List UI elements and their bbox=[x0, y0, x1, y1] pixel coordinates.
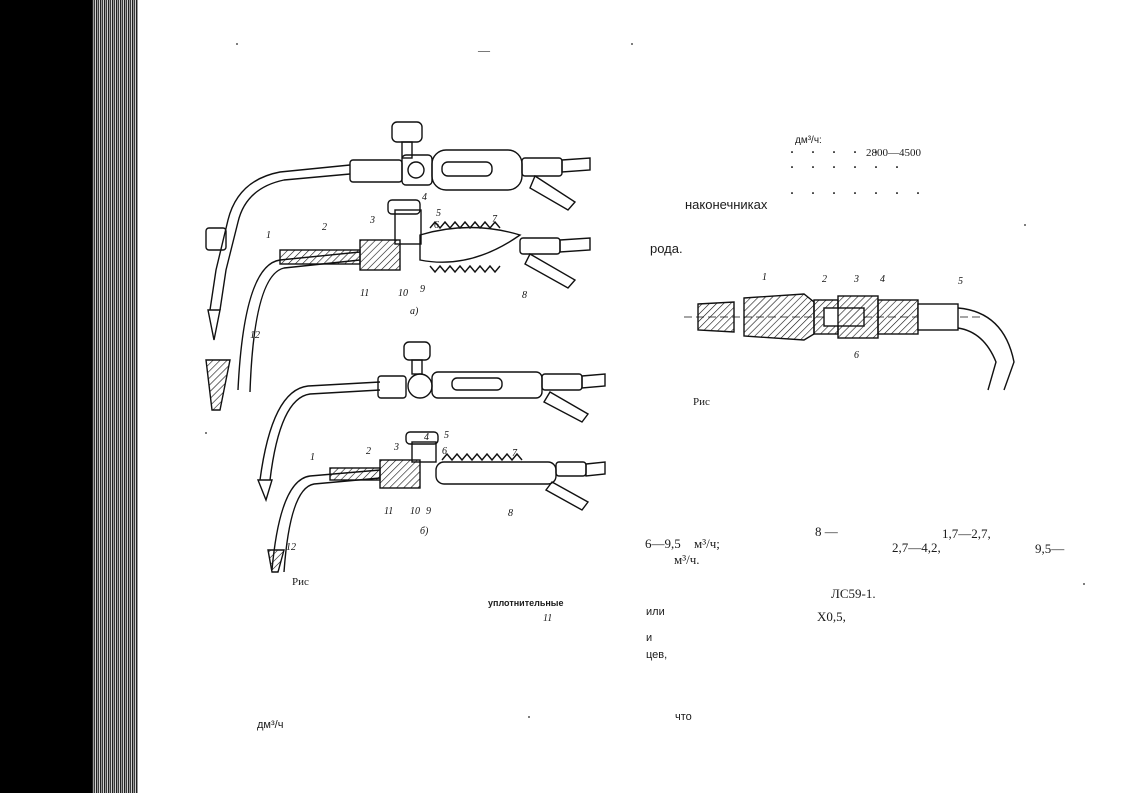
figure-label-a: а) bbox=[410, 306, 419, 317]
scan-speck bbox=[236, 43, 238, 45]
torch-a-nozzle bbox=[205, 359, 231, 411]
callout-a-12: 12 bbox=[250, 330, 260, 341]
fig2-callout-3: 3 bbox=[853, 274, 859, 285]
dot-leader-1: · · · · · bbox=[790, 145, 886, 159]
page-edge bbox=[92, 0, 138, 793]
value-2: 2,7—4,2, bbox=[892, 540, 941, 555]
eleven-text: 11 bbox=[543, 613, 553, 624]
eight-text: 8 — bbox=[815, 524, 838, 539]
callout-a-5: 5 bbox=[436, 208, 441, 219]
units-header: дм³/ч: bbox=[795, 135, 822, 146]
unit-2: м³/ч. bbox=[674, 552, 700, 567]
header-dash: — bbox=[478, 43, 490, 57]
callout-b-9: 9 bbox=[426, 506, 431, 517]
callout-a-3: 3 bbox=[369, 215, 375, 226]
value-1: 1,7—2,7, bbox=[942, 526, 991, 541]
fig2-callout-1: 1 bbox=[762, 272, 767, 283]
callout-b-12: 12 bbox=[286, 542, 296, 553]
torch-b-tube bbox=[259, 381, 381, 481]
callout-a-10: 10 bbox=[398, 288, 408, 299]
scan-speck bbox=[528, 716, 530, 718]
chto-text: что bbox=[675, 711, 692, 723]
callout-a-1: 1 bbox=[266, 230, 271, 241]
callout-b-7: 7 bbox=[512, 448, 518, 459]
tsev-text: цев, bbox=[646, 649, 668, 661]
callout-b-11: 11 bbox=[384, 506, 393, 517]
dot-leader-2: · · · · · · bbox=[790, 160, 907, 174]
alloy-text: ЛС59-1. bbox=[831, 586, 876, 601]
scan-speck bbox=[1024, 224, 1026, 226]
callout-a-2: 2 bbox=[322, 222, 327, 233]
nozzles-text: наконечниках bbox=[685, 197, 768, 212]
callout-b-3: 3 bbox=[393, 442, 399, 453]
callout-b-2: 2 bbox=[366, 446, 371, 457]
callout-a-8: 8 bbox=[522, 290, 527, 301]
figure-1-caption: Рис bbox=[292, 576, 309, 588]
dot-leader-3: · · · · · · · bbox=[790, 186, 928, 200]
figure-2-caption: Рис bbox=[693, 396, 710, 408]
fig2-callout-2: 2 bbox=[822, 274, 827, 285]
scan-speck bbox=[205, 432, 207, 434]
range-text: 2800—4500 bbox=[866, 147, 921, 159]
callout-a-7: 7 bbox=[492, 214, 498, 225]
fig2-callout-4: 4 bbox=[880, 274, 885, 285]
callout-a-9: 9 bbox=[420, 284, 425, 295]
fig2-callout-6: 6 bbox=[854, 350, 859, 361]
roda-text: рода. bbox=[650, 241, 683, 256]
ili-text: или bbox=[646, 606, 665, 618]
units-text-left: дм³/ч bbox=[257, 719, 284, 731]
value-3: 9,5— bbox=[1035, 541, 1065, 556]
figure-label-b: б) bbox=[420, 526, 429, 537]
valve-knob-a bbox=[391, 121, 423, 143]
unit-1: м³/ч; bbox=[694, 536, 720, 551]
callout-b-6: 6 bbox=[442, 446, 447, 457]
callout-a-11: 11 bbox=[360, 288, 369, 299]
torch-a-tip bbox=[207, 309, 221, 341]
x05-text: Х0,5, bbox=[817, 609, 846, 624]
callout-b-1: 1 bbox=[310, 452, 315, 463]
callout-a-4: 4 bbox=[422, 192, 427, 203]
binding-shadow bbox=[0, 0, 92, 793]
scan-speck bbox=[631, 43, 633, 45]
torch-a-tube bbox=[209, 164, 351, 311]
torch-figure: 1 2 3 4 5 6 7 8 9 10 11 12 а) 1 2 3 4 5 … bbox=[205, 121, 606, 573]
value-4: 6—9,5 bbox=[645, 536, 681, 551]
seals-text: уплотнительные bbox=[488, 598, 564, 608]
callout-b-10: 10 bbox=[410, 506, 420, 517]
fig2-callout-5: 5 bbox=[958, 276, 963, 287]
callout-b-4: 4 bbox=[424, 432, 429, 443]
callout-b-8: 8 bbox=[508, 508, 513, 519]
i-text: и bbox=[646, 632, 653, 644]
scan-speck bbox=[1083, 583, 1085, 585]
callout-a-6: 6 bbox=[434, 220, 439, 231]
nozzle-figure: 1 2 3 4 5 6 bbox=[684, 272, 1015, 391]
callout-b-5: 5 bbox=[444, 430, 449, 441]
